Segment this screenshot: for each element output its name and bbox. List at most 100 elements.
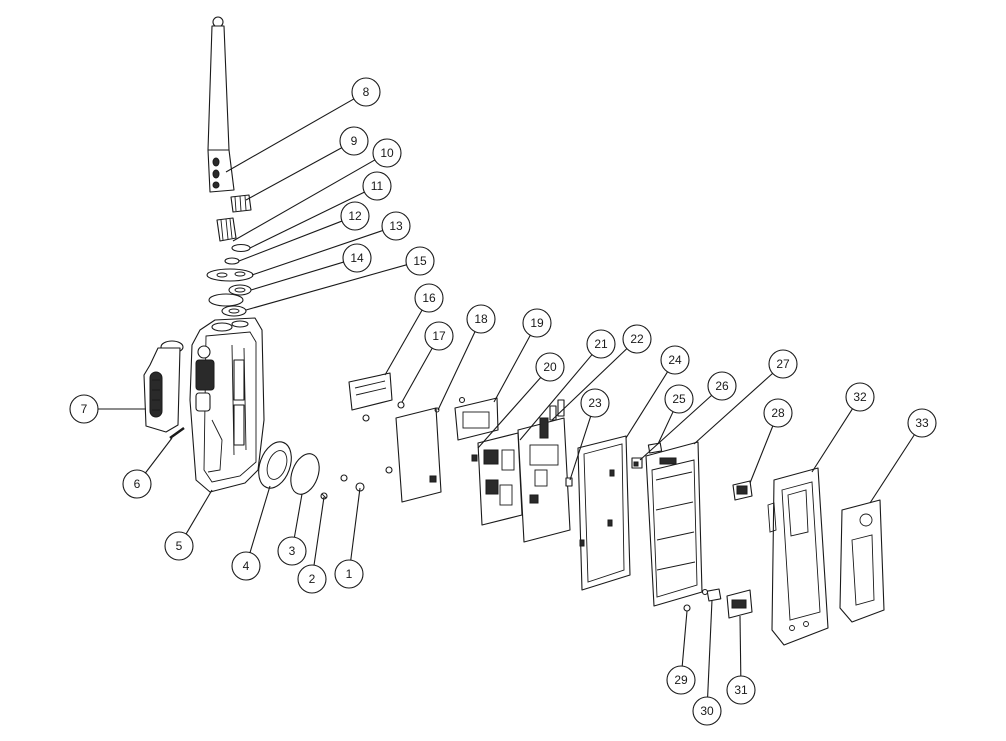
- callout-13: 13: [381, 211, 411, 241]
- callout-29: 29: [666, 665, 696, 695]
- callout-10: 10: [372, 138, 402, 168]
- side-button-part: [143, 340, 184, 433]
- leader-line-27: [693, 372, 773, 445]
- callout-9: 9: [339, 126, 369, 156]
- callout-circle: [405, 246, 435, 276]
- callout-4: 4: [231, 551, 261, 581]
- callout-circle: [297, 564, 327, 594]
- callout-circle: [122, 469, 152, 499]
- callout-32: 32: [845, 382, 875, 412]
- ring-part-12: [224, 257, 240, 265]
- callout-number: 32: [853, 390, 867, 404]
- callout-number: 17: [432, 329, 446, 343]
- callout-number: 22: [630, 332, 644, 346]
- speaker-part: [258, 441, 292, 489]
- callout-18: 18: [466, 304, 496, 334]
- antenna-part: [207, 16, 235, 193]
- ring-part-3: [290, 453, 320, 495]
- callout-number: 1: [346, 567, 353, 581]
- callout-circle: [381, 211, 411, 241]
- callout-6: 6: [122, 469, 152, 499]
- leader-line-24: [625, 371, 669, 439]
- callout-number: 7: [81, 402, 88, 416]
- callout-circle: [277, 536, 307, 566]
- callout-circle: [362, 171, 392, 201]
- callout-number: 26: [715, 379, 729, 393]
- leader-line-2: [313, 496, 325, 566]
- callout-circle: [69, 394, 99, 424]
- callout-circle: [351, 77, 381, 107]
- leader-line-1: [350, 487, 361, 561]
- button-part-28: [732, 480, 753, 501]
- leader-line-15: [245, 264, 407, 311]
- small-part-23: [565, 477, 573, 487]
- leader-line-19: [493, 335, 531, 403]
- callout-number: 21: [594, 337, 608, 351]
- callout-12: 12: [340, 201, 370, 231]
- leader-line-12: [238, 220, 343, 262]
- callout-circle: [414, 283, 444, 313]
- callout-circle: [164, 531, 194, 561]
- callout-number: 12: [348, 209, 362, 223]
- connector-part-16: [348, 372, 393, 422]
- leader-line-28: [749, 425, 774, 484]
- cap-part-31: [726, 589, 753, 619]
- callout-circle: [231, 551, 261, 581]
- leader-line-25: [657, 411, 674, 445]
- callout-circle: [692, 696, 722, 726]
- leader-line-9: [245, 147, 342, 201]
- callout-circle: [622, 324, 652, 354]
- callout-circle: [535, 352, 565, 382]
- leader-line-16: [384, 309, 423, 376]
- callout-17: 17: [424, 321, 454, 351]
- callout-number: 4: [243, 559, 250, 573]
- leader-line-10: [232, 159, 376, 242]
- callout-8: 8: [351, 77, 381, 107]
- callout-number: 19: [530, 316, 544, 330]
- callout-number: 28: [771, 406, 785, 420]
- callout-circle: [907, 408, 937, 438]
- callout-circle: [763, 398, 793, 428]
- leader-line-11: [249, 191, 365, 249]
- callout-23: 23: [580, 388, 610, 418]
- back-cover-part: [767, 467, 829, 646]
- callout-26: 26: [707, 371, 737, 401]
- screw-part-30b: [701, 588, 709, 596]
- callout-number: 5: [176, 539, 183, 553]
- callout-number: 29: [674, 673, 688, 687]
- callout-2: 2: [297, 564, 327, 594]
- leader-line-5: [185, 489, 213, 535]
- callout-number: 30: [700, 704, 714, 718]
- leader-line-20: [477, 377, 542, 449]
- screw-part-29: [683, 604, 691, 612]
- leader-line-17: [401, 347, 433, 403]
- clip-part-26: [631, 457, 643, 469]
- board-part-19: [454, 396, 499, 441]
- leader-line-32: [811, 408, 853, 473]
- leader-line-31: [739, 615, 742, 677]
- frame-part-20: [471, 432, 523, 526]
- callout-3: 3: [277, 536, 307, 566]
- callout-number: 25: [672, 392, 686, 406]
- callout-number: 33: [915, 416, 929, 430]
- callout-14: 14: [342, 243, 372, 273]
- callout-21: 21: [586, 329, 616, 359]
- callout-20: 20: [535, 352, 565, 382]
- small-part-25: [647, 442, 663, 454]
- leader-line-14: [250, 261, 344, 291]
- callout-circle: [372, 138, 402, 168]
- knob-part-9: [230, 194, 252, 213]
- callout-number: 11: [371, 179, 384, 193]
- callout-number: 23: [588, 396, 602, 410]
- callout-circle: [522, 308, 552, 338]
- callout-number: 6: [134, 477, 141, 491]
- callout-circle: [580, 388, 610, 418]
- callout-25: 25: [664, 384, 694, 414]
- callout-circle: [424, 321, 454, 351]
- callout-number: 13: [389, 219, 403, 233]
- callout-number: 18: [474, 312, 488, 326]
- leader-line-4: [249, 485, 271, 553]
- callout-circle: [340, 201, 370, 231]
- label-part-30: [706, 588, 722, 602]
